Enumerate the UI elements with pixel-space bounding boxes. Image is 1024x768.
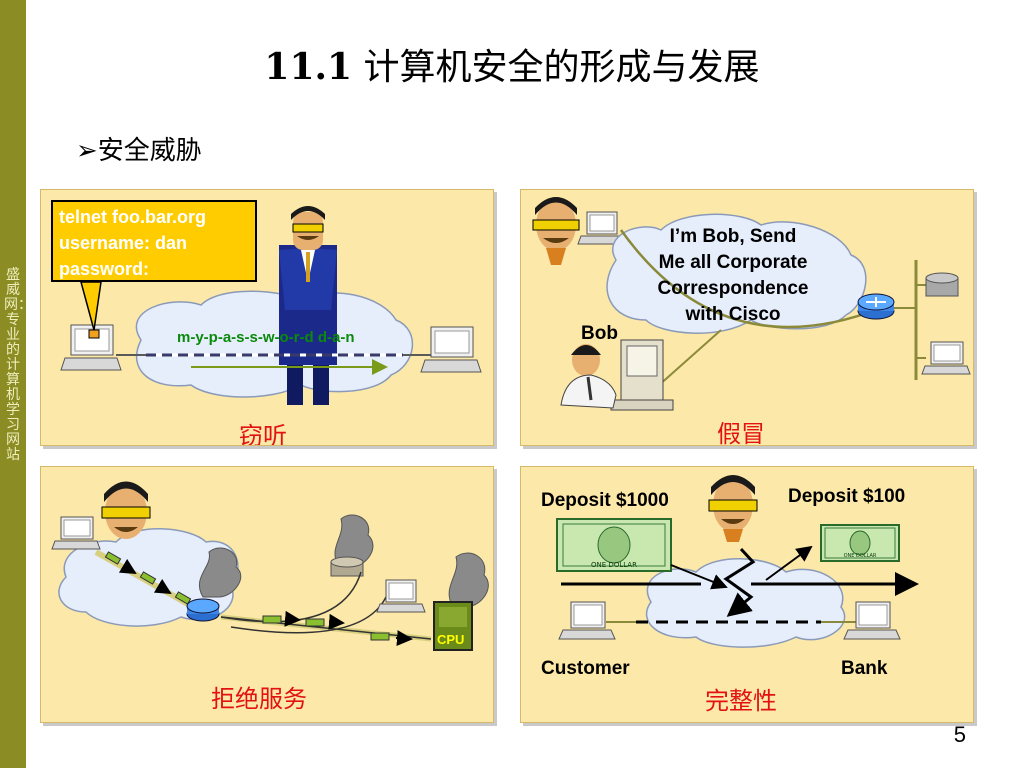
hacker-head-icon [532,197,580,265]
message-cloud [606,213,867,334]
router-icon [186,598,220,622]
network-cloud [135,290,413,398]
spoof-message-line-2: Me all Corporate [658,252,808,273]
caption-dos: 拒绝服务 [211,685,307,713]
title-text: 计算机安全的形成与发展 [352,47,760,88]
panel-dos: CPU 拒绝服务 [40,466,494,723]
title-number: 11.1 [264,46,353,88]
deposit-right-label: Deposit $100 [788,486,906,507]
page-number: 5 [953,722,966,747]
bullet-marker: ➢ [76,136,98,166]
laptop-mid-icon [376,579,426,613]
sidebar-site-text: 盛威网：专业的计算机学习网站 [4,267,32,463]
bullet-text: 安全威胁 [97,136,202,166]
router-icon [857,293,895,320]
callout-line-1: telnet foo.bar.org [59,207,207,227]
caption-eavesdrop: 窃听 [239,422,287,446]
cpu-label: CPU [437,632,465,647]
dollar-bill-left-icon: ONE DOLLAR [556,518,672,572]
hacker-laptop-icon [577,211,625,245]
spoof-message-line-4: with Cisco [685,304,781,325]
panel-integrity: ONE DOLLAR ONE DOLLAR [520,466,974,723]
sidebar-band: 盛威网：专业的计算机学习网站 [0,0,32,768]
bill-text-left: ONE DOLLAR [591,561,637,569]
smoke-icon [198,514,489,608]
callout-line-3: password: [59,259,150,279]
bullet-heading: ➢安全威胁 [76,130,202,167]
laptop-right-icon [921,341,971,375]
callout-line-2: username: dan [59,233,188,253]
bank-label: Bank [841,658,888,679]
bill-text-right: ONE DOLLAR [844,553,877,559]
spoof-illustration [532,197,971,411]
laptop-right-icon [420,326,482,373]
server-icon [330,556,364,577]
page-title: 11.1 计算机安全的形成与发展 [0,38,1024,90]
cpu-box-icon [433,601,473,651]
hacker-head-icon [101,481,151,539]
customer-label: Customer [541,658,630,679]
spoof-message-line-1: I’m Bob, Send [669,226,797,247]
laptop-left-icon [60,324,122,371]
customer-laptop-icon [558,601,616,640]
hacker-figure [279,206,337,405]
deposit-left-label: Deposit $1000 [541,490,669,511]
password-stream-text: m-y-p-a-s-s-w-o-r-d d-a-n [177,329,355,346]
spoof-message: I’m Bob, Send Me all Corporate Correspon… [625,224,841,328]
hacker-head-icon [708,475,758,542]
spoof-message-line-3: Correspondence [657,278,809,299]
caption-spoof: 假冒 [717,420,765,446]
eavesdrop-illustration [60,206,482,405]
caption-integrity: 完整性 [705,687,777,715]
dos-illustration [51,481,489,651]
bank-laptop-icon [843,601,901,640]
integrity-illustration: ONE DOLLAR ONE DOLLAR [556,475,919,648]
packet-stream-2 [262,610,413,647]
panel-spoof: I’m Bob, Send Me all Corporate Correspon… [520,189,974,446]
laptop-left-icon [51,516,101,550]
panel-eavesdrop: telnet foo.bar.org username: dan passwor… [40,189,494,446]
packet-stream [104,551,192,605]
bob-figure [560,339,674,411]
server-icon [925,272,959,297]
bob-label: Bob [581,323,618,344]
telnet-callout: telnet foo.bar.org username: dan passwor… [51,200,257,282]
dollar-bill-right-icon: ONE DOLLAR [820,524,900,562]
